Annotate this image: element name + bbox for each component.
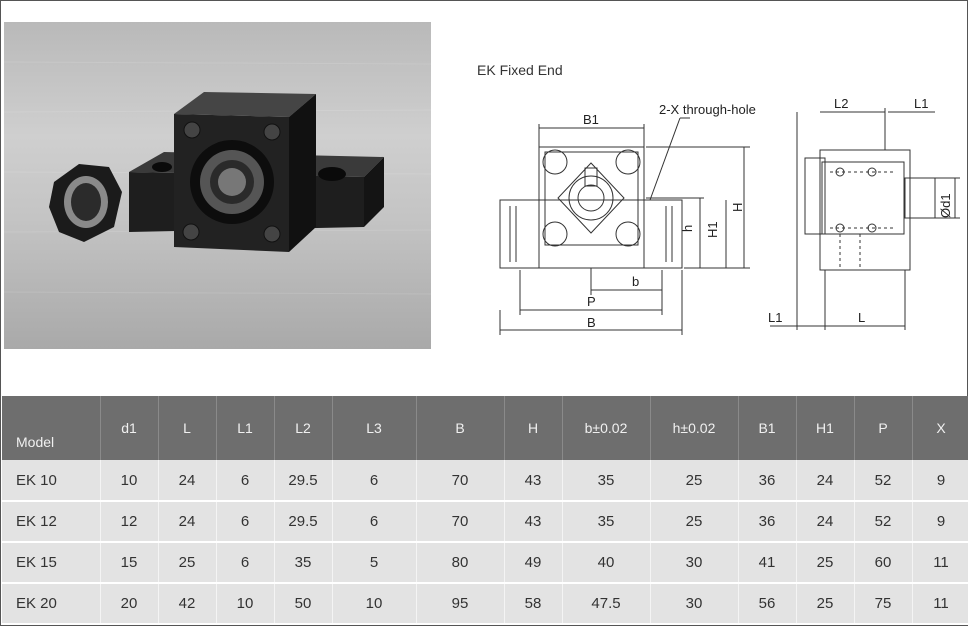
table-cell: 95 (416, 583, 505, 625)
table-cell: 60 (854, 542, 913, 584)
label-l: L (858, 310, 865, 325)
table-cell: 80 (416, 542, 505, 584)
label-d1: Ød1 (938, 193, 953, 218)
table-cell: 25 (650, 460, 739, 502)
table-cell: 40 (562, 542, 651, 584)
table-header-cell: B (416, 396, 505, 460)
table-cell: 25 (796, 542, 855, 584)
table-cell: 35 (562, 501, 651, 543)
label-B: B (587, 315, 596, 330)
table-header-cell: b±0.02 (562, 396, 651, 460)
label-l1-top: L1 (914, 96, 928, 111)
table-cell: 30 (650, 542, 739, 584)
table-header-cell: B1 (738, 396, 797, 460)
label-through-hole: 2-X through-hole (659, 102, 756, 117)
table-header-cell: d1 (100, 396, 159, 460)
table-cell: 52 (854, 460, 913, 502)
table-cell: 41 (738, 542, 797, 584)
table-header-cell: L2 (274, 396, 333, 460)
label-b1: B1 (583, 112, 599, 127)
table-cell: 24 (796, 460, 855, 502)
label-h1: H1 (705, 221, 720, 238)
drawing-title: EK Fixed End (477, 62, 563, 78)
table-cell: 10 (100, 460, 159, 502)
table-cell: 35 (274, 542, 333, 584)
table-cell: 49 (504, 542, 563, 584)
table-cell: 12 (100, 501, 159, 543)
table-cell: 43 (504, 501, 563, 543)
table-cell: 42 (158, 583, 217, 625)
table-cell: 35 (562, 460, 651, 502)
table-cell: 25 (650, 501, 739, 543)
table-cell: 24 (158, 460, 217, 502)
table-cell: 6 (216, 501, 275, 543)
label-H: H (730, 203, 745, 212)
table-header-cell: X (912, 396, 968, 460)
table-cell: 5 (332, 542, 417, 584)
label-l1-bottom: L1 (768, 310, 782, 325)
table-cell: EK 15 (2, 542, 101, 584)
table-cell: 25 (796, 583, 855, 625)
table-cell: 20 (100, 583, 159, 625)
table-cell: 29.5 (274, 501, 333, 543)
table-cell: 6 (332, 460, 417, 502)
table-cell: EK 12 (2, 501, 101, 543)
table-cell: 52 (854, 501, 913, 543)
table-cell: 15 (100, 542, 159, 584)
table-cell: 10 (216, 583, 275, 625)
table-cell: 75 (854, 583, 913, 625)
table-cell: 9 (912, 501, 968, 543)
label-l2: L2 (834, 96, 848, 111)
table-header-cell: L1 (216, 396, 275, 460)
label-b: b (632, 274, 639, 289)
table-cell: 29.5 (274, 460, 333, 502)
table-cell: 10 (332, 583, 417, 625)
label-p: P (587, 294, 596, 309)
table-cell: 50 (274, 583, 333, 625)
table-header-cell: H1 (796, 396, 855, 460)
technical-drawing: B1 2-X through-hole h H1 H b P B L2 L1 Ø… (499, 96, 960, 335)
table-cell: 47.5 (562, 583, 651, 625)
table-cell: 36 (738, 501, 797, 543)
table-header-cell: H (504, 396, 563, 460)
table-cell: 58 (504, 583, 563, 625)
table-cell: 43 (504, 460, 563, 502)
table-header-cell: h±0.02 (650, 396, 739, 460)
table-cell: 9 (912, 460, 968, 502)
table-cell: 56 (738, 583, 797, 625)
table-cell: 70 (416, 501, 505, 543)
table-cell: EK 20 (2, 583, 101, 625)
table-cell: 36 (738, 460, 797, 502)
label-h: h (680, 225, 695, 232)
table-cell: 30 (650, 583, 739, 625)
table-cell: 70 (416, 460, 505, 502)
product-photo (4, 22, 431, 349)
table-header-cell: Model (2, 396, 101, 460)
table-header-cell: P (854, 396, 913, 460)
table-cell: 6 (216, 460, 275, 502)
table-cell: 25 (158, 542, 217, 584)
table-header-cell: L3 (332, 396, 417, 460)
table-cell: 6 (332, 501, 417, 543)
table-cell: 24 (796, 501, 855, 543)
table-cell: 6 (216, 542, 275, 584)
table-header-cell: L (158, 396, 217, 460)
table-cell: 24 (158, 501, 217, 543)
table-cell: 11 (912, 542, 968, 584)
table-cell: EK 10 (2, 460, 101, 502)
table-cell: 11 (912, 583, 968, 625)
